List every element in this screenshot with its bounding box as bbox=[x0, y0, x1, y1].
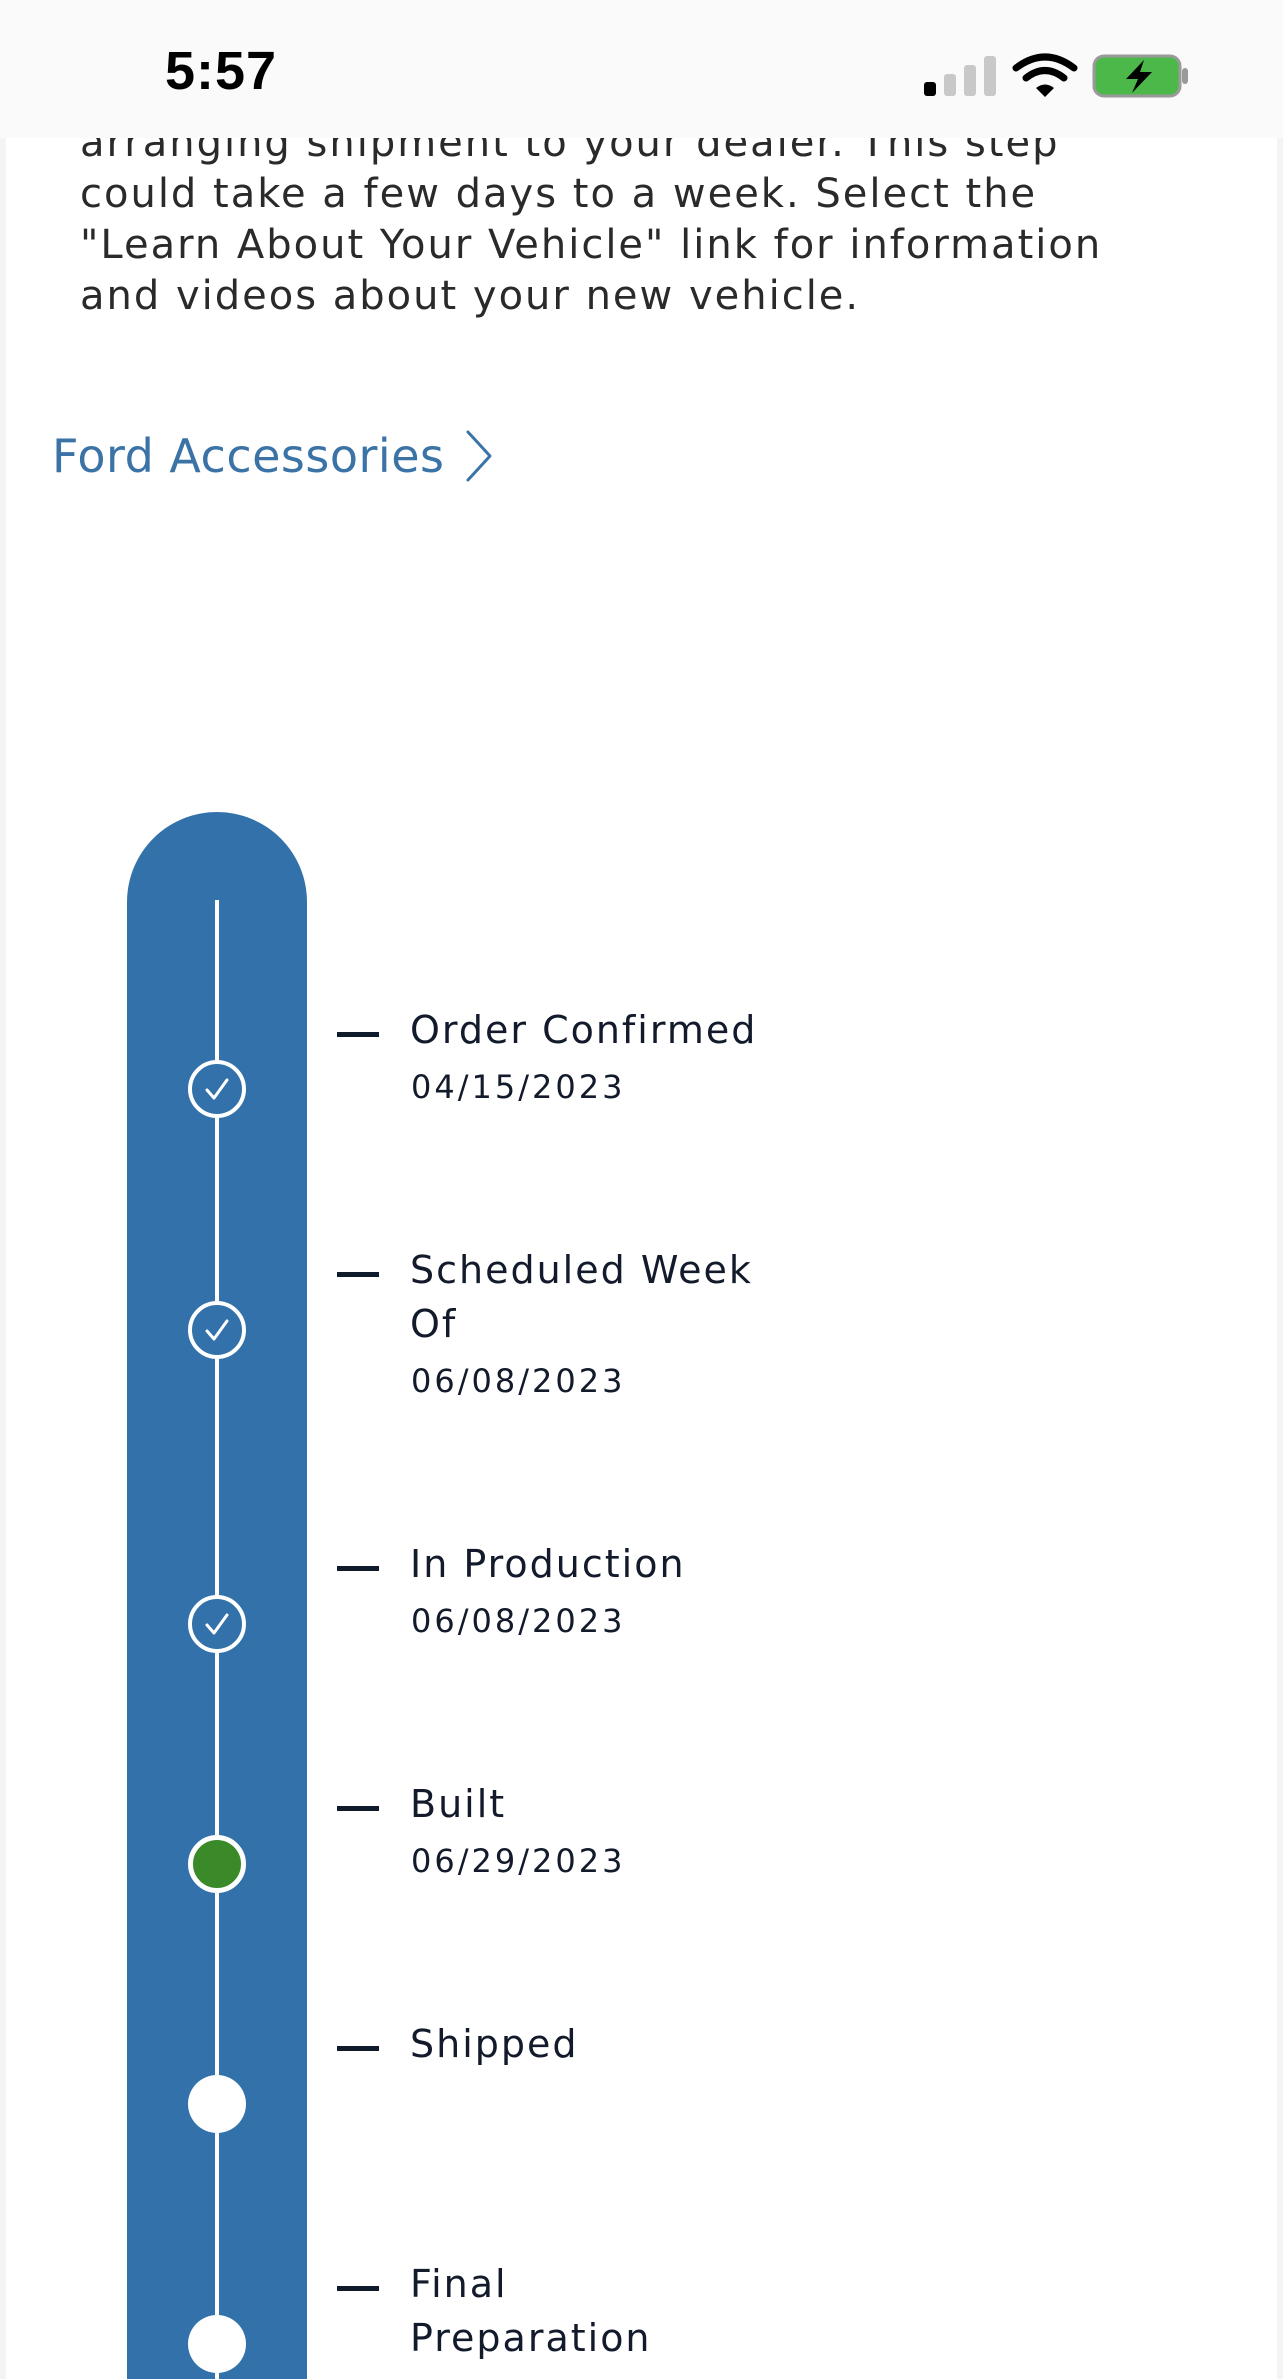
step-label-order-confirmed: Order Confirmed bbox=[410, 1008, 758, 1052]
step-dash bbox=[337, 1032, 379, 1037]
status-time: 5:57 bbox=[165, 41, 278, 101]
check-icon bbox=[205, 1078, 229, 1100]
battery-charging-icon bbox=[1092, 54, 1188, 98]
step-scheduled-check-icon bbox=[188, 1301, 246, 1359]
step-shipped-pending-indicator bbox=[188, 2075, 246, 2133]
step-dash bbox=[337, 1806, 379, 1811]
signal-icon bbox=[924, 52, 996, 96]
shipment-description: arranging shipment to your dealer. This … bbox=[80, 120, 1103, 319]
step-label-in-production: In Production bbox=[410, 1542, 686, 1586]
check-icon bbox=[205, 1613, 229, 1635]
step-date-order-confirmed: 04/15/2023 bbox=[411, 1068, 626, 1106]
step-date-in-production: 06/08/2023 bbox=[411, 1602, 626, 1640]
step-order-confirmed-check-icon bbox=[188, 1060, 246, 1118]
status-bar: 5:57 bbox=[0, 0, 1283, 138]
step-dash bbox=[337, 1272, 379, 1277]
ford-accessories-link[interactable]: Ford Accessories bbox=[52, 428, 494, 484]
step-dash bbox=[337, 2286, 379, 2291]
step-label-scheduled-week-of: Scheduled Week Of bbox=[410, 1248, 753, 1346]
step-in-production-check-icon bbox=[188, 1595, 246, 1653]
step-built-current-indicator bbox=[188, 1835, 246, 1893]
wifi-icon bbox=[1012, 53, 1078, 97]
step-label-built: Built bbox=[410, 1782, 507, 1826]
step-date-built: 06/29/2023 bbox=[411, 1842, 626, 1880]
step-date-scheduled-week-of: 06/08/2023 bbox=[411, 1362, 626, 1400]
step-dash bbox=[337, 1566, 379, 1571]
step-label-final-preparation: Final Preparation bbox=[410, 2262, 652, 2360]
step-final-preparation-pending-indicator bbox=[188, 2315, 246, 2373]
step-dash bbox=[337, 2046, 379, 2051]
check-icon bbox=[205, 1319, 229, 1341]
step-label-shipped: Shipped bbox=[410, 2022, 579, 2066]
ford-accessories-label: Ford Accessories bbox=[52, 429, 445, 483]
chevron-right-icon bbox=[466, 430, 492, 482]
